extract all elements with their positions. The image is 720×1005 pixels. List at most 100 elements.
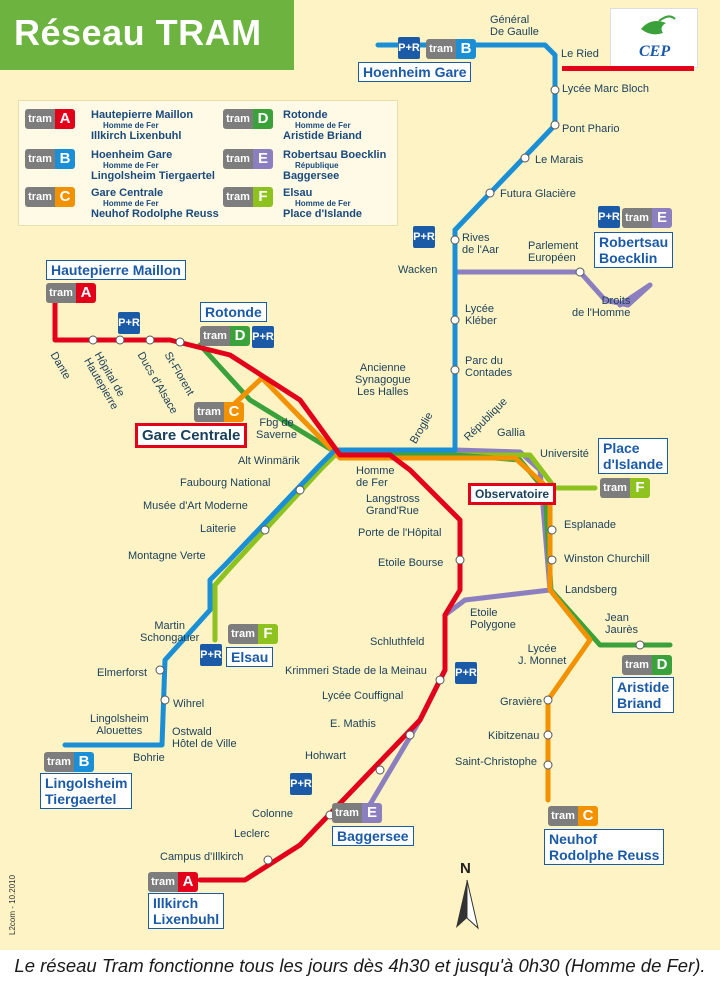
station-label: Leclerc <box>234 828 270 840</box>
park-ride-icon: P+R <box>398 37 420 59</box>
park-ride-icon: P+R <box>200 644 222 666</box>
station-marker <box>543 730 553 740</box>
station-marker <box>455 555 465 565</box>
station-label: Pont Phario <box>562 123 620 135</box>
north-label: N <box>460 860 471 877</box>
station-marker <box>88 335 98 345</box>
terminal-baggersee: Baggersee <box>332 826 414 846</box>
station-label: Le Ried <box>561 48 599 60</box>
terminal-hautepierre-maillon: Hautepierre Maillon <box>46 260 186 280</box>
station-marker <box>160 695 170 705</box>
station-marker <box>263 855 273 865</box>
station-label: Futura Glacière <box>500 188 576 200</box>
station-label: Hohwart <box>305 750 346 762</box>
station-marker <box>450 365 460 375</box>
park-ride-icon: P+R <box>118 312 140 334</box>
line-a-route <box>52 297 463 883</box>
cep-logo-text: CEP <box>639 43 671 60</box>
station-label: Etoile Bourse <box>378 557 444 569</box>
station-label: Esplanade <box>564 519 616 531</box>
station-label: Winston Churchill <box>564 553 650 565</box>
station-label: Landsberg <box>565 584 617 596</box>
park-ride-icon: P+R <box>290 773 312 795</box>
service-hours-caption: Le réseau Tram fonctionne tous les jours… <box>14 955 706 976</box>
north-arrow: N <box>452 860 482 930</box>
station-marker <box>547 525 557 535</box>
station-label: Schluthfeld <box>370 636 425 648</box>
park-ride-icon: P+R <box>455 662 477 684</box>
station-label: Lycée Marc Bloch <box>562 83 650 95</box>
station-marker <box>295 485 305 495</box>
station-label: Le Marais <box>535 154 584 166</box>
cep-underline <box>562 66 694 71</box>
station-label: Wacken <box>398 264 438 276</box>
station-marker <box>115 335 125 345</box>
station-marker <box>485 188 495 198</box>
station-label: Campus d'Illkirch <box>160 851 244 863</box>
line-c-route <box>227 375 593 803</box>
station-label: Lycée Couffignal <box>322 690 404 702</box>
station-label: Porte de l'Hôpital <box>358 527 442 539</box>
station-label: Colonne <box>252 808 293 820</box>
station-label: Gravière <box>500 696 543 708</box>
station-label: Krimmeri Stade de la Meinau <box>285 665 427 677</box>
park-ride-icon: P+R <box>598 206 620 228</box>
station-marker <box>175 337 185 347</box>
station-label: Montagne Verte <box>128 550 206 562</box>
park-ride-icon: P+R <box>413 226 435 248</box>
station-label: E. Mathis <box>330 718 376 730</box>
station-marker <box>575 267 585 277</box>
station-label: Wihrel <box>173 698 205 710</box>
station-label: Faubourg National <box>180 477 271 489</box>
terminal-rotonde: Rotonde <box>200 302 267 322</box>
north-arrow-icon <box>456 879 479 930</box>
line-f-route <box>212 452 598 643</box>
station-marker <box>635 640 645 650</box>
station-marker <box>145 335 155 345</box>
station-marker <box>405 730 415 740</box>
station-label: Bohrie <box>133 752 165 764</box>
station-label: Kibitzenau <box>488 730 540 742</box>
station-marker <box>550 120 560 130</box>
station-marker <box>375 765 385 775</box>
station-marker <box>450 315 460 325</box>
station-label: Musée d'Art Moderne <box>143 500 248 512</box>
station-marker <box>543 760 553 770</box>
